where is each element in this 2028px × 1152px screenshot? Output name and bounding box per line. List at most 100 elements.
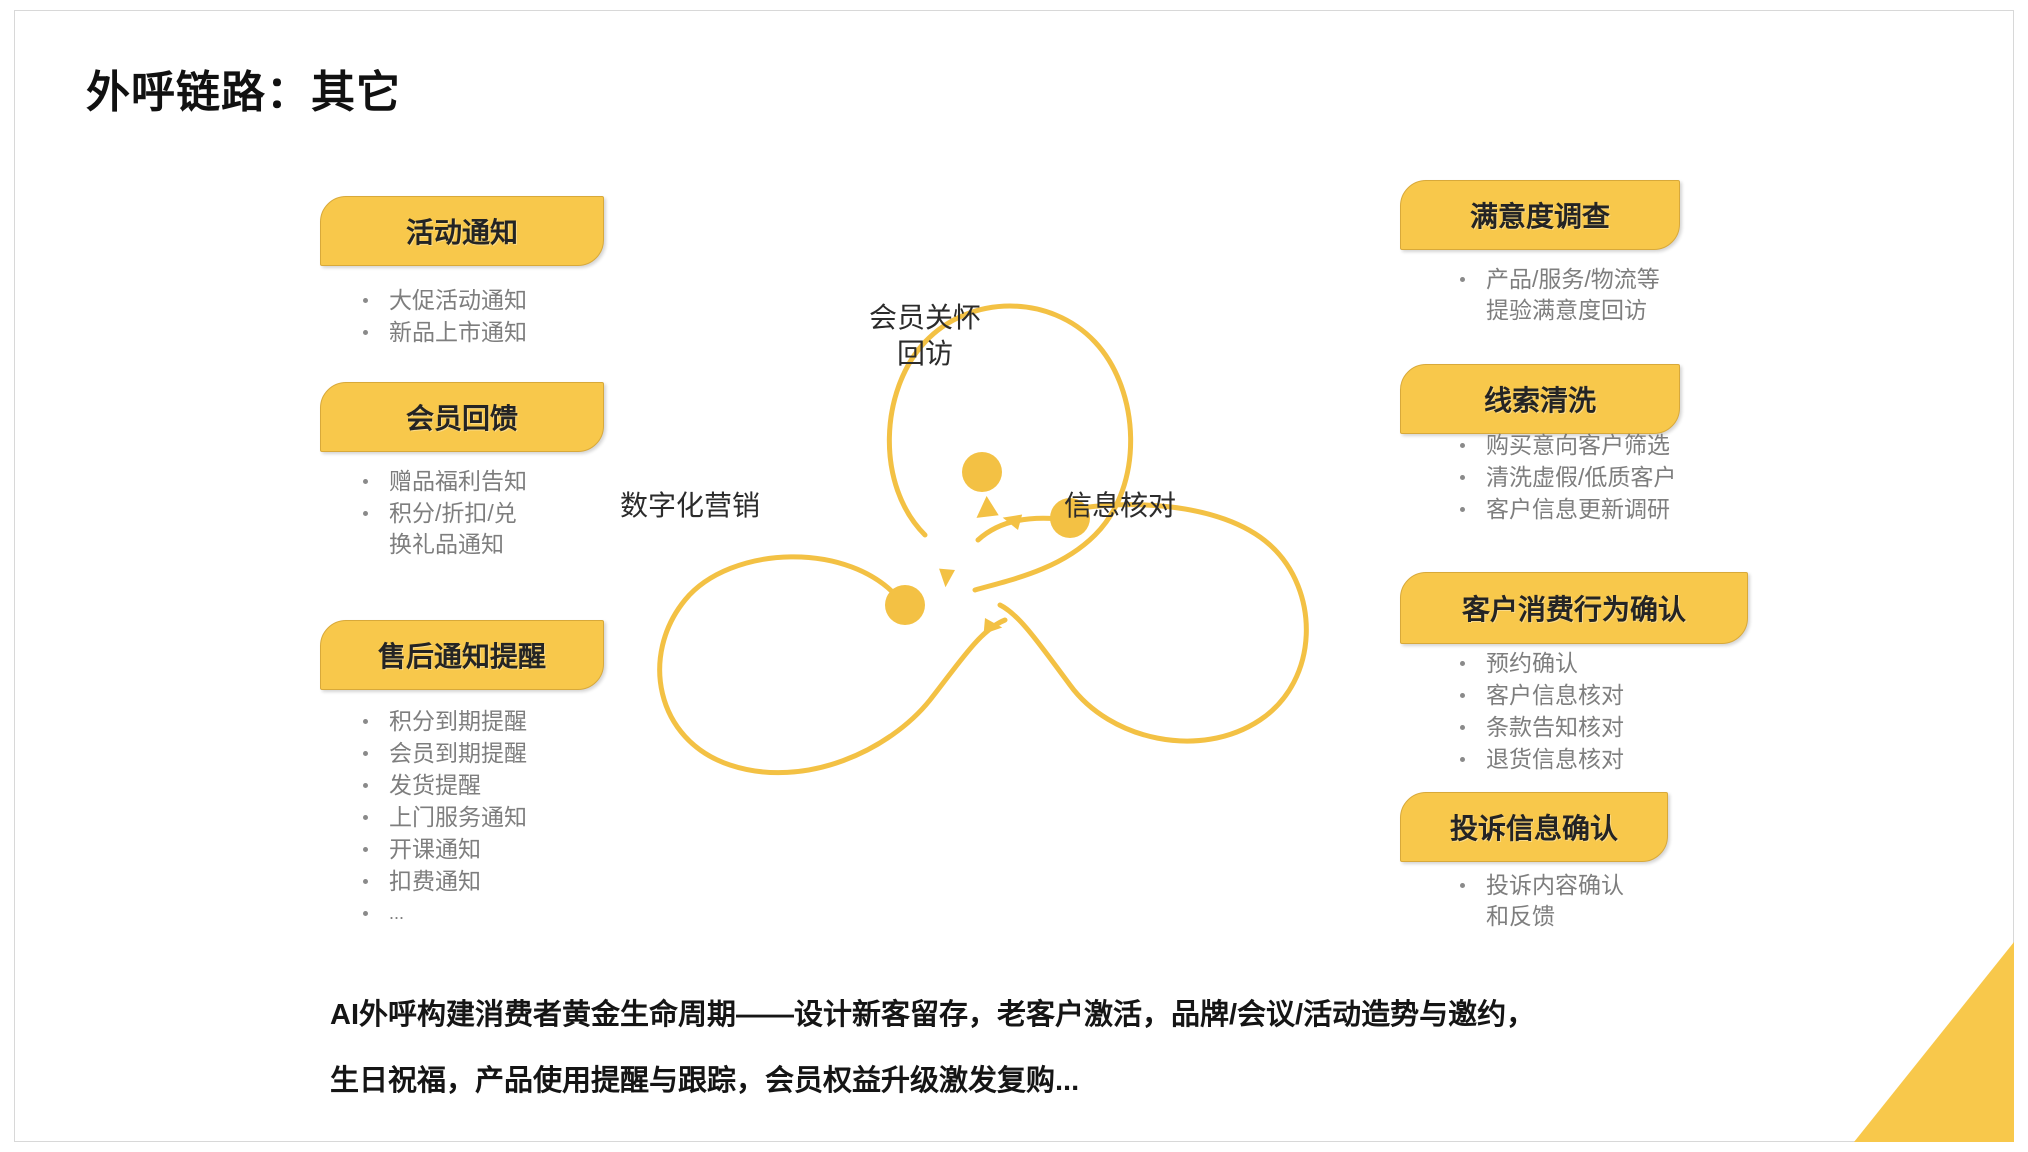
tag-right-1-label: 线索清洗 [1483,385,1596,416]
list-item-label: 条款告知核对 [1486,714,1624,740]
list-item: 开课通知 [355,834,645,865]
bullet-dot-icon [1460,443,1465,448]
bullets-right-2: 预约确认 客户信息核对 条款告知核对 退货信息核对 [1452,648,1772,776]
bullet-dot-icon [363,298,368,303]
bullets-right-0: 产品/服务/物流等 提验满意度回访 [1452,264,1752,327]
node-dot-left [885,585,925,625]
bullet-dot-icon [363,815,368,820]
list-item: 积分到期提醒 [355,706,645,737]
list-item: 新品上市通知 [355,317,645,348]
list-item: 扣费通知 [355,866,645,897]
tag-left-0-label: 活动通知 [405,217,518,248]
list-item: 发货提醒 [355,770,645,801]
node-dot-right [1050,498,1090,538]
list-item-label: 清洗虚假/低质客户 [1486,464,1677,490]
path-top-loop [886,303,1134,593]
list-item-label: 会员到期提醒 [389,740,527,766]
arrow-head-right-lower [983,618,1003,634]
bullet-dot-icon [363,479,368,484]
loop-paths [657,303,1309,776]
bullet-dot-icon [363,847,368,852]
list-item-label: 产品/服务/物流等 提验满意度回访 [1486,266,1660,323]
list-item: 购买意向客户筛选 [1452,430,1772,461]
list-item-label: 大促活动通知 [389,287,527,313]
tag-left-2-label: 售后通知提醒 [377,641,546,672]
list-item: ... [355,898,645,929]
list-item: 产品/服务/物流等 提验满意度回访 [1452,264,1752,326]
tag-right-2[interactable]: 客户消费行为确认 [1400,572,1748,644]
list-item-label: ... [389,903,405,923]
tag-left-0[interactable]: 活动通知 [320,196,604,266]
bullet-dot-icon [363,719,368,724]
bullet-dot-icon [1460,277,1465,282]
bullets-left-1: 赠品福利告知 积分/折扣/兑 换礼品通知 [355,466,605,561]
bullet-dot-icon [1460,883,1465,888]
arrow-head-down-center [939,568,955,588]
caption: AI外呼构建消费者黄金生命周期——设计新客留存，老客户激活，品牌/会议/活动造势… [330,982,1750,1114]
list-item-label: 发货提醒 [389,772,481,798]
tag-left-2[interactable]: 售后通知提醒 [320,620,604,690]
list-item: 上门服务通知 [355,802,645,833]
list-item: 会员到期提醒 [355,738,645,769]
list-item-label: 投诉内容确认 和反馈 [1486,872,1624,929]
list-item: 积分/折扣/兑 换礼品通知 [355,498,605,560]
corner-triangle [1854,942,2014,1142]
bullets-right-1: 购买意向客户筛选 清洗虚假/低质客户 客户信息更新调研 [1452,430,1772,526]
node-dot-top [962,452,1002,492]
bullets-left-2: 积分到期提醒 会员到期提醒 发货提醒 上门服务通知 开课通知 扣费通知 ... [355,706,645,930]
bullet-dot-icon [1460,725,1465,730]
bullet-dot-icon [363,783,368,788]
list-item-label: 新品上市通知 [389,319,527,345]
bullet-dot-icon [363,511,368,516]
list-item: 投诉内容确认 和反馈 [1452,870,1752,932]
diagram-node-top[interactable]: 会员关怀 回访 [868,302,981,369]
bullet-dot-icon [1460,507,1465,512]
tag-left-1-label: 会员回馈 [405,403,518,434]
list-item-label: 上门服务通知 [389,804,527,830]
corner-decoration [1814,942,2014,1142]
diagram-node-left[interactable]: 数字化营销 [619,490,760,521]
bullet-dot-icon [1460,475,1465,480]
list-item-label: 预约确认 [1486,650,1578,676]
tag-right-3[interactable]: 投诉信息确认 [1400,792,1668,862]
list-item: 赠品福利告知 [355,466,605,497]
tag-right-0[interactable]: 满意度调查 [1400,180,1680,250]
list-item-label: 赠品福利告知 [389,468,527,494]
list-item: 客户信息核对 [1452,680,1772,711]
list-item-label: 开课通知 [389,836,481,862]
bullet-dot-icon [363,330,368,335]
tag-right-2-label: 客户消费行为确认 [1461,594,1686,625]
list-item: 清洗虚假/低质客户 [1452,462,1772,493]
bullet-dot-icon [363,879,368,884]
list-item-label: 退货信息核对 [1486,746,1624,772]
list-item: 预约确认 [1452,648,1772,679]
list-item: 退货信息核对 [1452,744,1772,775]
list-item: 客户信息更新调研 [1452,494,1772,525]
list-item-label: 积分到期提醒 [389,708,527,734]
bullets-left-0: 大促活动通知 新品上市通知 [355,285,645,349]
list-item-label: 扣费通知 [389,868,481,894]
tag-right-3-label: 投诉信息确认 [1449,813,1618,844]
infinity-loop-diagram: 会员关怀 回访 数字化营销 信息核对 [600,270,1400,790]
arrow-head-left-upper [1002,514,1023,530]
tag-right-0-label: 满意度调查 [1469,201,1610,232]
bullet-dot-icon [1460,757,1465,762]
list-item: 大促活动通知 [355,285,645,316]
bullet-dot-icon [1460,661,1465,666]
list-item-label: 购买意向客户筛选 [1486,432,1670,458]
caption-line-2: 生日祝福，产品使用提醒与跟踪，会员权益升级激发复购... [330,1065,1080,1097]
arrow-head-left [976,495,999,518]
caption-line-1: AI外呼构建消费者黄金生命周期——设计新客留存，老客户激活，品牌/会议/活动造势… [330,999,1536,1031]
diagram-node-right[interactable]: 信息核对 [1063,490,1176,521]
bullets-right-3: 投诉内容确认 和反馈 [1452,870,1752,933]
list-item: 条款告知核对 [1452,712,1772,743]
list-item-label: 客户信息核对 [1486,682,1624,708]
list-item-label: 客户信息更新调研 [1486,496,1670,522]
tag-right-1[interactable]: 线索清洗 [1400,364,1680,434]
path-right-loop [997,502,1309,744]
bullet-dot-icon [1460,693,1465,698]
page-title: 外呼链路：其它 [86,68,401,117]
bullet-dot-icon [363,751,368,756]
tag-left-1[interactable]: 会员回馈 [320,382,604,452]
